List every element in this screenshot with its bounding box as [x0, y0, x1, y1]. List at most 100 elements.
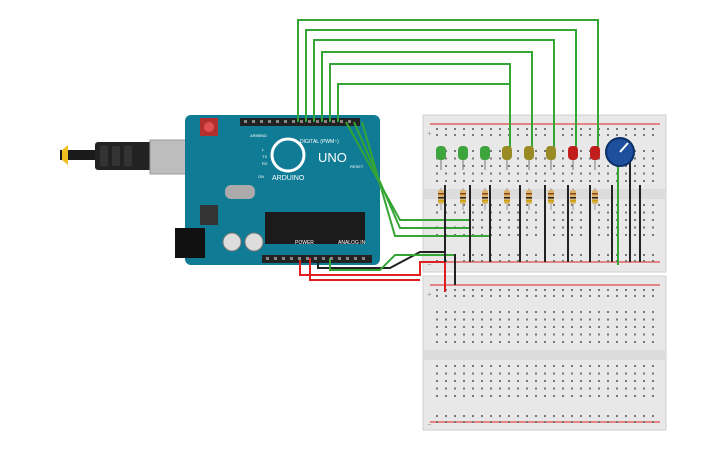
breadboard-hole	[589, 157, 591, 160]
digital-pin[interactable]	[324, 120, 327, 123]
breadboard-hole	[580, 341, 582, 343]
signal-wire-green[interactable]	[313, 39, 555, 150]
breadboard-hole	[634, 254, 636, 256]
breadboard-hole	[607, 204, 609, 206]
breadboard-hole	[625, 295, 627, 297]
breadboard-hole	[463, 311, 465, 313]
led[interactable]	[502, 146, 512, 160]
power-analog-pin[interactable]	[346, 257, 349, 260]
power-wire-red[interactable]	[309, 258, 420, 281]
signal-wire-green[interactable]	[305, 29, 577, 150]
breadboard-hole	[607, 165, 609, 167]
digital-pin[interactable]	[316, 120, 319, 123]
led[interactable]	[590, 146, 600, 160]
power-analog-pin[interactable]	[338, 257, 341, 260]
breadboard-hole	[472, 421, 474, 423]
digital-pin[interactable]	[260, 120, 263, 123]
breadboard-hole	[535, 395, 537, 397]
breadboard-hole	[517, 226, 519, 229]
power-jack[interactable]	[175, 228, 205, 258]
signal-wire-green[interactable]	[297, 19, 599, 150]
led[interactable]	[480, 146, 490, 160]
digital-pin[interactable]	[268, 120, 271, 123]
arduino-board[interactable]: ARDUINO UNO DIGITAL (PWM~) POWER ANALOG …	[175, 115, 380, 265]
breadboard-hole	[625, 326, 627, 328]
power-analog-pin[interactable]	[298, 257, 301, 260]
breadboard-hole	[481, 415, 483, 417]
power-analog-pin[interactable]	[314, 257, 317, 260]
breadboard-hole	[535, 289, 537, 291]
digital-pin[interactable]	[348, 120, 351, 123]
breadboard-hole	[463, 295, 465, 297]
breadboard-hole	[454, 289, 456, 291]
digital-pin[interactable]	[284, 120, 287, 123]
breadboard-hole	[472, 157, 474, 160]
power-wire-red[interactable]	[299, 258, 445, 276]
power-analog-pin[interactable]	[290, 257, 293, 260]
ground-wire-black[interactable]	[317, 251, 445, 269]
breadboard-hole	[589, 295, 591, 297]
breadboard-hole	[580, 165, 582, 167]
led[interactable]	[436, 146, 446, 160]
digital-pin[interactable]	[300, 120, 303, 123]
power-analog-pin[interactable]	[282, 257, 285, 260]
breadboard-hole	[454, 365, 456, 367]
breadboard-hole	[562, 311, 564, 313]
breadboard-hole	[481, 128, 483, 130]
breadboard-bottom[interactable]: + −	[422, 275, 667, 431]
breadboard-hole	[652, 380, 654, 382]
breadboard-hole	[580, 157, 582, 160]
signal-wire-green[interactable]	[321, 51, 533, 150]
digital-pin[interactable]	[276, 120, 279, 123]
breadboard-hole	[634, 387, 636, 390]
breadboard-hole	[454, 318, 456, 321]
breadboard-hole	[598, 421, 600, 423]
digital-pin[interactable]	[244, 120, 247, 123]
digital-pin[interactable]	[340, 120, 343, 123]
analog-wire-green[interactable]	[329, 254, 455, 271]
breadboard-hole	[481, 295, 483, 297]
breadboard-hole	[652, 226, 654, 229]
digital-pin[interactable]	[292, 120, 295, 123]
signal-wire-green[interactable]	[345, 121, 470, 221]
signal-wire-green[interactable]	[353, 121, 470, 229]
power-analog-pin[interactable]	[266, 257, 269, 260]
breadboard-hole	[499, 395, 501, 397]
power-analog-pin[interactable]	[354, 257, 357, 260]
breadboard-hole	[436, 295, 438, 297]
breadboard-hole	[580, 172, 582, 175]
breadboard-hole	[436, 341, 438, 343]
power-analog-pin[interactable]	[362, 257, 365, 260]
power-analog-pin[interactable]	[274, 257, 277, 260]
breadboard-hole	[499, 341, 501, 343]
breadboard-hole	[463, 165, 465, 167]
led[interactable]	[524, 146, 534, 160]
digital-pin[interactable]	[332, 120, 335, 123]
breadboard-hole	[526, 226, 528, 229]
breadboard-hole	[508, 318, 510, 321]
breadboard-hole	[625, 260, 627, 262]
breadboard-hole	[472, 254, 474, 256]
power-analog-pin[interactable]	[330, 257, 333, 260]
power-analog-pin[interactable]	[306, 257, 309, 260]
breadboard-hole	[616, 128, 618, 130]
led[interactable]	[546, 146, 556, 160]
breadboard-hole	[508, 289, 510, 291]
breadboard-hole	[544, 395, 546, 397]
breadboard-hole	[616, 365, 618, 367]
led[interactable]	[458, 146, 468, 160]
breadboard-hole	[634, 165, 636, 167]
led[interactable]	[568, 146, 578, 160]
digital-pin[interactable]	[308, 120, 311, 123]
digital-pin[interactable]	[252, 120, 255, 123]
power-analog-pin[interactable]	[322, 257, 325, 260]
signal-wire-green[interactable]	[361, 121, 490, 237]
breadboard-hole	[553, 226, 555, 229]
breadboard-hole	[445, 180, 447, 182]
breadboard-hole	[616, 326, 618, 328]
signal-wire-green[interactable]	[337, 83, 511, 150]
resistor-band	[592, 197, 598, 199]
breadboard-hole	[490, 372, 492, 375]
usb-cable[interactable]	[60, 139, 201, 175]
